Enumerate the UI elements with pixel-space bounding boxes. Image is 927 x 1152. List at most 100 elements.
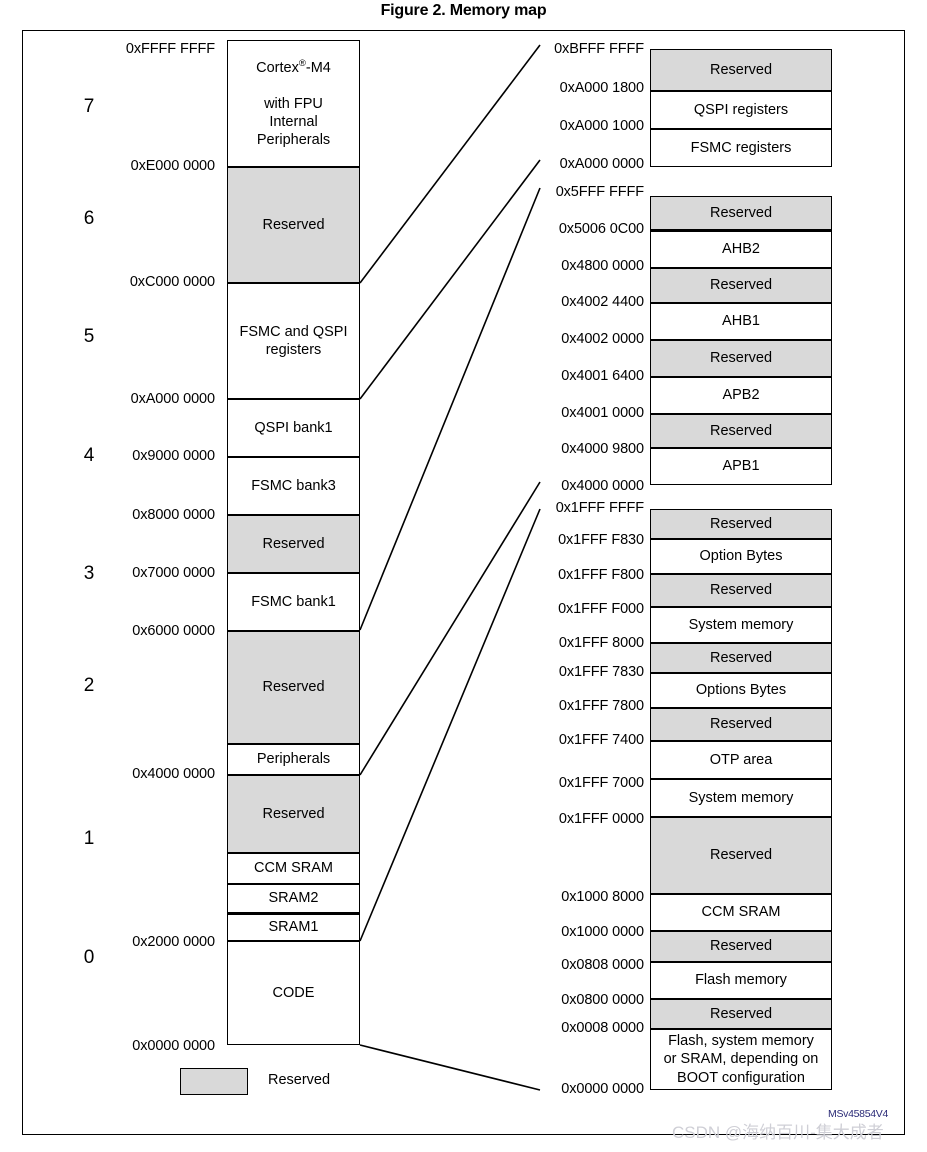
detail-code-block-system-memory-1-label: System memory bbox=[688, 789, 794, 806]
detail-code-block-option-bytes-label: Option Bytes bbox=[699, 548, 783, 565]
detail-code-address-0x1FFF7800: 0x1FFF 7800 bbox=[558, 698, 644, 714]
detail-buses-address-0x40009800: 0x4000 9800 bbox=[561, 441, 644, 457]
detail-code-address-0x1FFFF800: 0x1FFF F800 bbox=[558, 567, 644, 583]
sector-number-5: 5 bbox=[83, 326, 95, 347]
left-block-reserved-2: Reserved bbox=[227, 631, 360, 744]
cortex-line3: Internal bbox=[269, 113, 318, 130]
sector-number-7: 7 bbox=[83, 96, 95, 117]
left-block-reserved-3: Reserved bbox=[227, 515, 360, 573]
sector-number-4: 4 bbox=[83, 445, 95, 466]
detail-code-block-boot-configuration-label: Flash, system memory or SRAM, depending … bbox=[653, 1032, 829, 1086]
detail-registers-block-qspi-label: QSPI registers bbox=[693, 101, 789, 118]
detail-code-address-0x08000000: 0x0800 0000 bbox=[561, 992, 644, 1008]
detail-registers-block-reserved: Reserved bbox=[650, 49, 832, 91]
cortex-line1-a: Cortex bbox=[256, 59, 299, 76]
left-block-fsmc-bank3-label: FSMC bank3 bbox=[251, 477, 336, 494]
left-address-0x00000000: 0x0000 0000 bbox=[132, 1038, 215, 1054]
left-block-sram1: SRAM1 bbox=[227, 913, 360, 941]
left-block-cortex-m4-label: Cortex®-M4 with FPU Internal Peripherals bbox=[230, 58, 357, 149]
detail-code-block-reserved-6: Reserved bbox=[650, 509, 832, 539]
detail-buses-block-reserved-4-label: Reserved bbox=[709, 204, 773, 221]
left-block-qspi-bank1-label: QSPI bank1 bbox=[254, 419, 333, 436]
left-block-qspi-bank1: QSPI bank1 bbox=[227, 399, 360, 457]
detail-code-block-option-bytes: Option Bytes bbox=[650, 539, 832, 574]
detail-code-block-ccm-sram-label: CCM SRAM bbox=[701, 904, 781, 921]
left-block-cortex-m4: Cortex®-M4 with FPU Internal Peripherals bbox=[227, 40, 360, 167]
cortex-line4: Peripherals bbox=[256, 132, 331, 149]
detail-code-block-reserved-0-label: Reserved bbox=[709, 1005, 773, 1022]
detail-code-address-0x1FFFF830: 0x1FFF F830 bbox=[558, 532, 644, 548]
boot-line1: Flash, system memory bbox=[668, 1033, 814, 1050]
detail-code-block-reserved-3: Reserved bbox=[650, 708, 832, 741]
left-block-sram2-label: SRAM2 bbox=[268, 890, 319, 907]
left-block-reserved-3-label: Reserved bbox=[262, 535, 325, 552]
legend-reserved-swatch bbox=[180, 1068, 248, 1095]
detail-code-block-system-memory-2-label: System memory bbox=[688, 616, 794, 633]
left-block-ccm-sram-label: CCM SRAM bbox=[254, 860, 333, 877]
page-border bbox=[22, 30, 905, 1135]
detail-code-block-reserved-4-label: Reserved bbox=[709, 649, 773, 666]
detail-code-block-ccm-sram: CCM SRAM bbox=[650, 894, 832, 931]
detail-buses-block-reserved-1-label: Reserved bbox=[709, 422, 773, 439]
detail-code-address-0x08080000: 0x0808 0000 bbox=[561, 957, 644, 973]
left-block-peripherals: Peripherals bbox=[227, 744, 360, 775]
detail-registers-address-0xA0001000: 0xA000 1000 bbox=[559, 118, 644, 134]
left-block-sram1-label: SRAM1 bbox=[268, 919, 319, 936]
detail-code-block-reserved-5: Reserved bbox=[650, 574, 832, 607]
detail-buses-block-apb2-label: APB2 bbox=[722, 387, 760, 404]
detail-code-address-0x00000000: 0x0000 0000 bbox=[561, 1081, 644, 1097]
left-block-reserved-6-label: Reserved bbox=[262, 216, 325, 233]
detail-code-block-reserved-2: Reserved bbox=[650, 817, 832, 894]
left-block-reserved-6: Reserved bbox=[227, 167, 360, 283]
figure-title: Figure 2. Memory map bbox=[380, 2, 547, 19]
cortex-line1-b: -M4 bbox=[305, 59, 331, 76]
detail-buses-block-ahb1-label: AHB1 bbox=[722, 313, 760, 330]
detail-buses-address-0x5FFFFFFF: 0x5FFF FFFF bbox=[555, 184, 644, 200]
left-address-0x40000000: 0x4000 0000 bbox=[132, 766, 215, 782]
detail-buses-block-reserved-3: Reserved bbox=[650, 268, 832, 303]
detail-buses-address-0x40024400: 0x4002 4400 bbox=[561, 294, 644, 310]
left-block-fsmc-bank1-label: FSMC bank1 bbox=[251, 593, 336, 610]
detail-registers-block-qspi: QSPI registers bbox=[650, 91, 832, 129]
left-block-reserved-2-label: Reserved bbox=[262, 679, 325, 696]
detail-code-block-flash-memory-label: Flash memory bbox=[695, 972, 787, 989]
left-address-0xFFFFFFFF: 0xFFFF FFFF bbox=[125, 41, 215, 57]
detail-buses-block-reserved-2: Reserved bbox=[650, 340, 832, 377]
detail-buses-block-reserved-3-label: Reserved bbox=[709, 277, 773, 294]
detail-code-block-boot-configuration: Flash, system memory or SRAM, depending … bbox=[650, 1029, 832, 1090]
detail-buses-address-0x48000000: 0x4800 0000 bbox=[561, 258, 644, 274]
detail-code-block-reserved-4: Reserved bbox=[650, 643, 832, 673]
detail-code-block-reserved-1-label: Reserved bbox=[709, 938, 773, 955]
left-address-0xE0000000: 0xE000 0000 bbox=[130, 158, 215, 174]
left-block-fsmc-bank3: FSMC bank3 bbox=[227, 457, 360, 515]
detail-code-block-system-memory-2: System memory bbox=[650, 607, 832, 643]
csdn-watermark: CSDN @海纳百川-集大成者 bbox=[672, 1123, 884, 1142]
detail-buses-address-0x40000000: 0x4000 0000 bbox=[561, 478, 644, 494]
legend-reserved-label: Reserved bbox=[268, 1072, 331, 1088]
registered-trademark-icon: ® bbox=[298, 57, 306, 69]
left-block-reserved-1-label: Reserved bbox=[262, 805, 325, 822]
detail-registers-address-0xA0000000: 0xA000 0000 bbox=[559, 156, 644, 172]
detail-buses-address-0x40010000: 0x4001 0000 bbox=[561, 405, 644, 421]
cortex-line2: with FPU bbox=[264, 95, 323, 112]
detail-code-address-0x1FFFFFFF: 0x1FFF FFFF bbox=[555, 500, 644, 516]
detail-buses-block-reserved-1: Reserved bbox=[650, 414, 832, 448]
detail-buses-block-reserved-2-label: Reserved bbox=[709, 350, 773, 367]
detail-registers-block-fsmc-label: FSMC registers bbox=[690, 139, 792, 156]
left-address-0x20000000: 0x2000 0000 bbox=[132, 934, 215, 950]
detail-buses-address-0x40016400: 0x4001 6400 bbox=[561, 368, 644, 384]
detail-code-address-0x1FFF0000: 0x1FFF 0000 bbox=[558, 811, 644, 827]
detail-code-block-system-memory-1: System memory bbox=[650, 779, 832, 817]
detail-code-address-0x1FFF7000: 0x1FFF 7000 bbox=[558, 775, 644, 791]
detail-code-address-0x00080000: 0x0008 0000 bbox=[561, 1020, 644, 1036]
left-block-sram2: SRAM2 bbox=[227, 884, 360, 913]
detail-buses-block-apb1: APB1 bbox=[650, 448, 832, 485]
left-block-peripherals-label: Peripherals bbox=[256, 751, 331, 768]
sector-number-0: 0 bbox=[83, 947, 95, 968]
detail-buses-address-0x50060C00: 0x5006 0C00 bbox=[558, 221, 644, 237]
detail-code-block-reserved-1: Reserved bbox=[650, 931, 832, 962]
left-block-ccm-sram: CCM SRAM bbox=[227, 853, 360, 884]
detail-buses-block-ahb2-label: AHB2 bbox=[722, 241, 760, 258]
detail-code-address-0x1FFFF000: 0x1FFF F000 bbox=[558, 601, 644, 617]
